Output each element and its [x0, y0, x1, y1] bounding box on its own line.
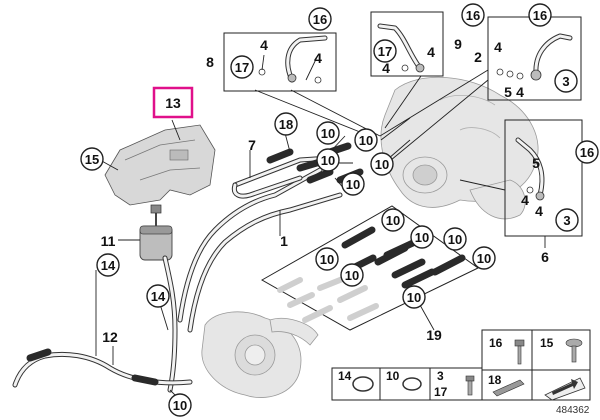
legend-label-17: 17	[434, 385, 448, 399]
turbocharger-illustration	[380, 76, 539, 220]
callout-2[interactable]: 2	[474, 49, 482, 65]
callout-15[interactable]: 15	[85, 152, 99, 167]
callout-10-b[interactable]: 10	[359, 133, 373, 148]
callout-4-box8a[interactable]: 4	[260, 37, 268, 53]
legend-label-14: 14	[338, 369, 352, 383]
callout-17-box9[interactable]: 17	[378, 44, 392, 59]
callout-16-box6[interactable]: 16	[580, 145, 594, 160]
legend-label-16: 16	[489, 336, 503, 350]
legend-label-3: 3	[437, 369, 444, 383]
callout-4-box2b[interactable]: 4	[516, 84, 524, 100]
callout-5-box6[interactable]: 5	[532, 155, 540, 171]
callout-8[interactable]: 8	[206, 54, 214, 70]
kit-19-group	[260, 205, 479, 331]
callout-5-box2[interactable]: 5	[504, 84, 512, 100]
callout-18[interactable]: 18	[279, 117, 293, 132]
callout-13[interactable]: 13	[165, 95, 181, 111]
circled-callouts	[80, 3, 599, 417]
callout-4-box9b[interactable]: 4	[427, 44, 435, 60]
callout-14-a[interactable]: 14	[101, 258, 116, 273]
callout-4-box9a[interactable]: 4	[382, 60, 390, 76]
callout-4-box6a[interactable]: 4	[521, 192, 529, 208]
pipe-lines	[12, 155, 343, 393]
callout-4-box2a[interactable]: 4	[494, 39, 502, 55]
callout-11[interactable]: 11	[101, 233, 116, 249]
legend-label-15: 15	[540, 336, 554, 350]
legend-label-18: 18	[488, 373, 502, 387]
legend-label-10: 10	[386, 369, 400, 383]
callout-12[interactable]: 12	[102, 329, 118, 345]
callout-10-g[interactable]: 10	[415, 230, 429, 245]
callout-10-i[interactable]: 10	[320, 252, 334, 267]
callout-1[interactable]: 1	[280, 233, 288, 249]
callout-10-f[interactable]: 10	[386, 213, 400, 228]
callout-16-box9[interactable]: 16	[466, 8, 480, 23]
callout-6[interactable]: 6	[541, 249, 549, 265]
callout-3-box6[interactable]: 3	[563, 213, 570, 228]
callout-10-h[interactable]: 10	[448, 232, 462, 247]
callout-4-box6b[interactable]: 4	[535, 203, 543, 219]
callout-10-k[interactable]: 10	[477, 251, 491, 266]
callout-10-l[interactable]: 10	[407, 290, 421, 305]
bracket-part	[104, 124, 216, 206]
callout-19[interactable]: 19	[426, 327, 442, 343]
detail-box-6	[504, 119, 583, 237]
pump-housing-illustration	[201, 311, 319, 398]
callout-7[interactable]: 7	[248, 137, 256, 153]
callout-9[interactable]: 9	[454, 36, 462, 52]
filter-canister-part	[139, 204, 173, 261]
callout-10-j[interactable]: 10	[345, 268, 359, 283]
detail-box-9	[370, 11, 444, 77]
callout-3-box2[interactable]: 3	[562, 74, 569, 89]
callout-16-box2[interactable]: 16	[533, 8, 547, 23]
callout-10-e[interactable]: 10	[346, 177, 360, 192]
callout-17-box8[interactable]: 17	[235, 60, 249, 75]
legend-panel	[331, 329, 591, 401]
callout-16-box8[interactable]: 16	[313, 12, 327, 27]
highlight-frame	[152, 86, 194, 119]
callout-14-b[interactable]: 14	[151, 289, 166, 304]
detail-box-2	[487, 16, 582, 101]
callout-4-box8b[interactable]: 4	[314, 50, 322, 66]
callout-10-d[interactable]: 10	[375, 157, 389, 172]
callout-10-m[interactable]: 10	[173, 398, 187, 413]
callout-10-a[interactable]: 10	[321, 126, 335, 141]
callout-10-c[interactable]: 10	[321, 153, 335, 168]
diagram-number: 484362	[556, 405, 590, 416]
